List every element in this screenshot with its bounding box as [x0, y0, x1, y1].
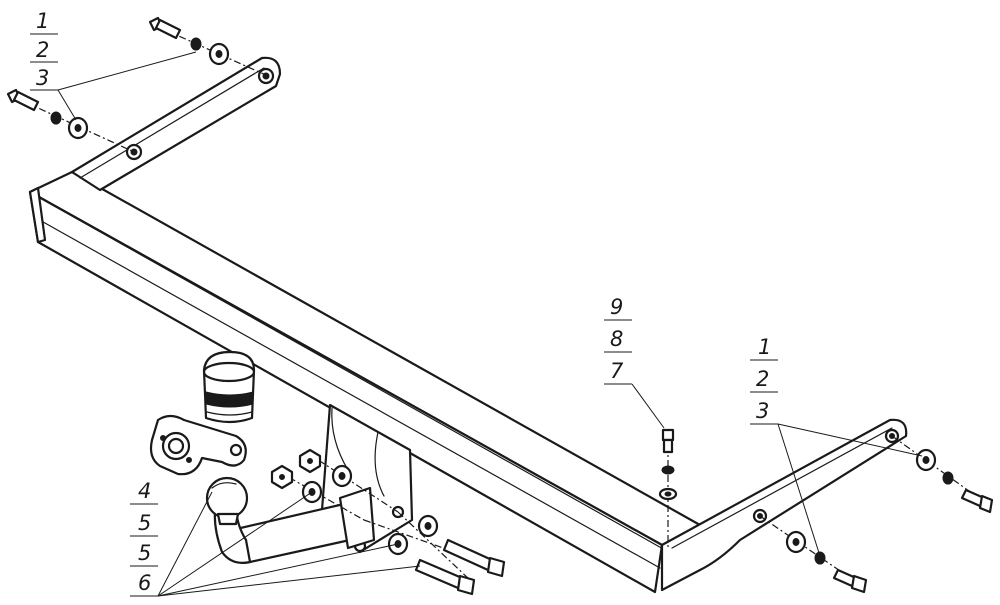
- callout-8: 8: [610, 327, 623, 351]
- callout-1: 1: [36, 9, 49, 33]
- ball-cover-cap: [202, 350, 256, 424]
- callout-9: 9: [610, 295, 623, 319]
- lock-washer-icon: [661, 465, 675, 475]
- bolt-icon: [148, 16, 182, 40]
- callout-group-bottom-left: 4 5 5 6: [138, 479, 151, 595]
- callout-3: 3: [756, 399, 769, 423]
- callout-1: 1: [758, 335, 771, 359]
- callout-group-center: 9 8 7: [610, 295, 624, 383]
- bolt-icon: [661, 428, 675, 454]
- flat-washer-icon: [915, 448, 937, 472]
- flat-washer-icon: [417, 514, 439, 538]
- callout-7: 7: [610, 359, 624, 383]
- callout-group-top-left: 1 2 3: [36, 9, 49, 90]
- bolt-icon: [414, 558, 476, 596]
- bolt-icon: [832, 568, 868, 594]
- tow-ball: [205, 476, 249, 526]
- flat-washer-icon: [67, 116, 89, 140]
- nut-icon: [270, 464, 294, 490]
- bolt-icon: [442, 538, 506, 578]
- lock-washer-icon: [942, 471, 954, 485]
- right-bracket-arm: [660, 418, 908, 592]
- callout-6: 6: [138, 571, 151, 595]
- flat-washer-icon: [658, 487, 678, 501]
- hardware-right: [759, 435, 994, 594]
- bolt-icon: [960, 488, 994, 514]
- callout-group-right: 1 2 3: [756, 335, 771, 423]
- callout-2: 2: [36, 38, 49, 62]
- lock-washer-icon: [50, 111, 62, 125]
- hardware-ball-mount: [270, 448, 506, 596]
- callout-2: 2: [756, 367, 769, 391]
- flat-washer-icon: [785, 530, 807, 554]
- hardware-top-left: [6, 16, 269, 153]
- callout-3: 3: [36, 66, 49, 90]
- hardware-center: [658, 428, 678, 548]
- bolt-icon: [6, 88, 40, 112]
- flat-washer-icon: [208, 42, 230, 66]
- callout-5: 5: [138, 541, 151, 565]
- callout-4: 4: [138, 479, 151, 503]
- nut-icon: [298, 448, 322, 474]
- callout-5: 5: [138, 511, 151, 535]
- socket-plate: [149, 414, 247, 476]
- left-bracket-arm: [70, 56, 282, 192]
- lock-washer-icon: [190, 37, 202, 51]
- flat-washer-icon: [331, 464, 353, 488]
- leader-lines: [30, 33, 923, 597]
- lock-washer-icon: [814, 551, 826, 565]
- main-cross-beam: [28, 170, 702, 594]
